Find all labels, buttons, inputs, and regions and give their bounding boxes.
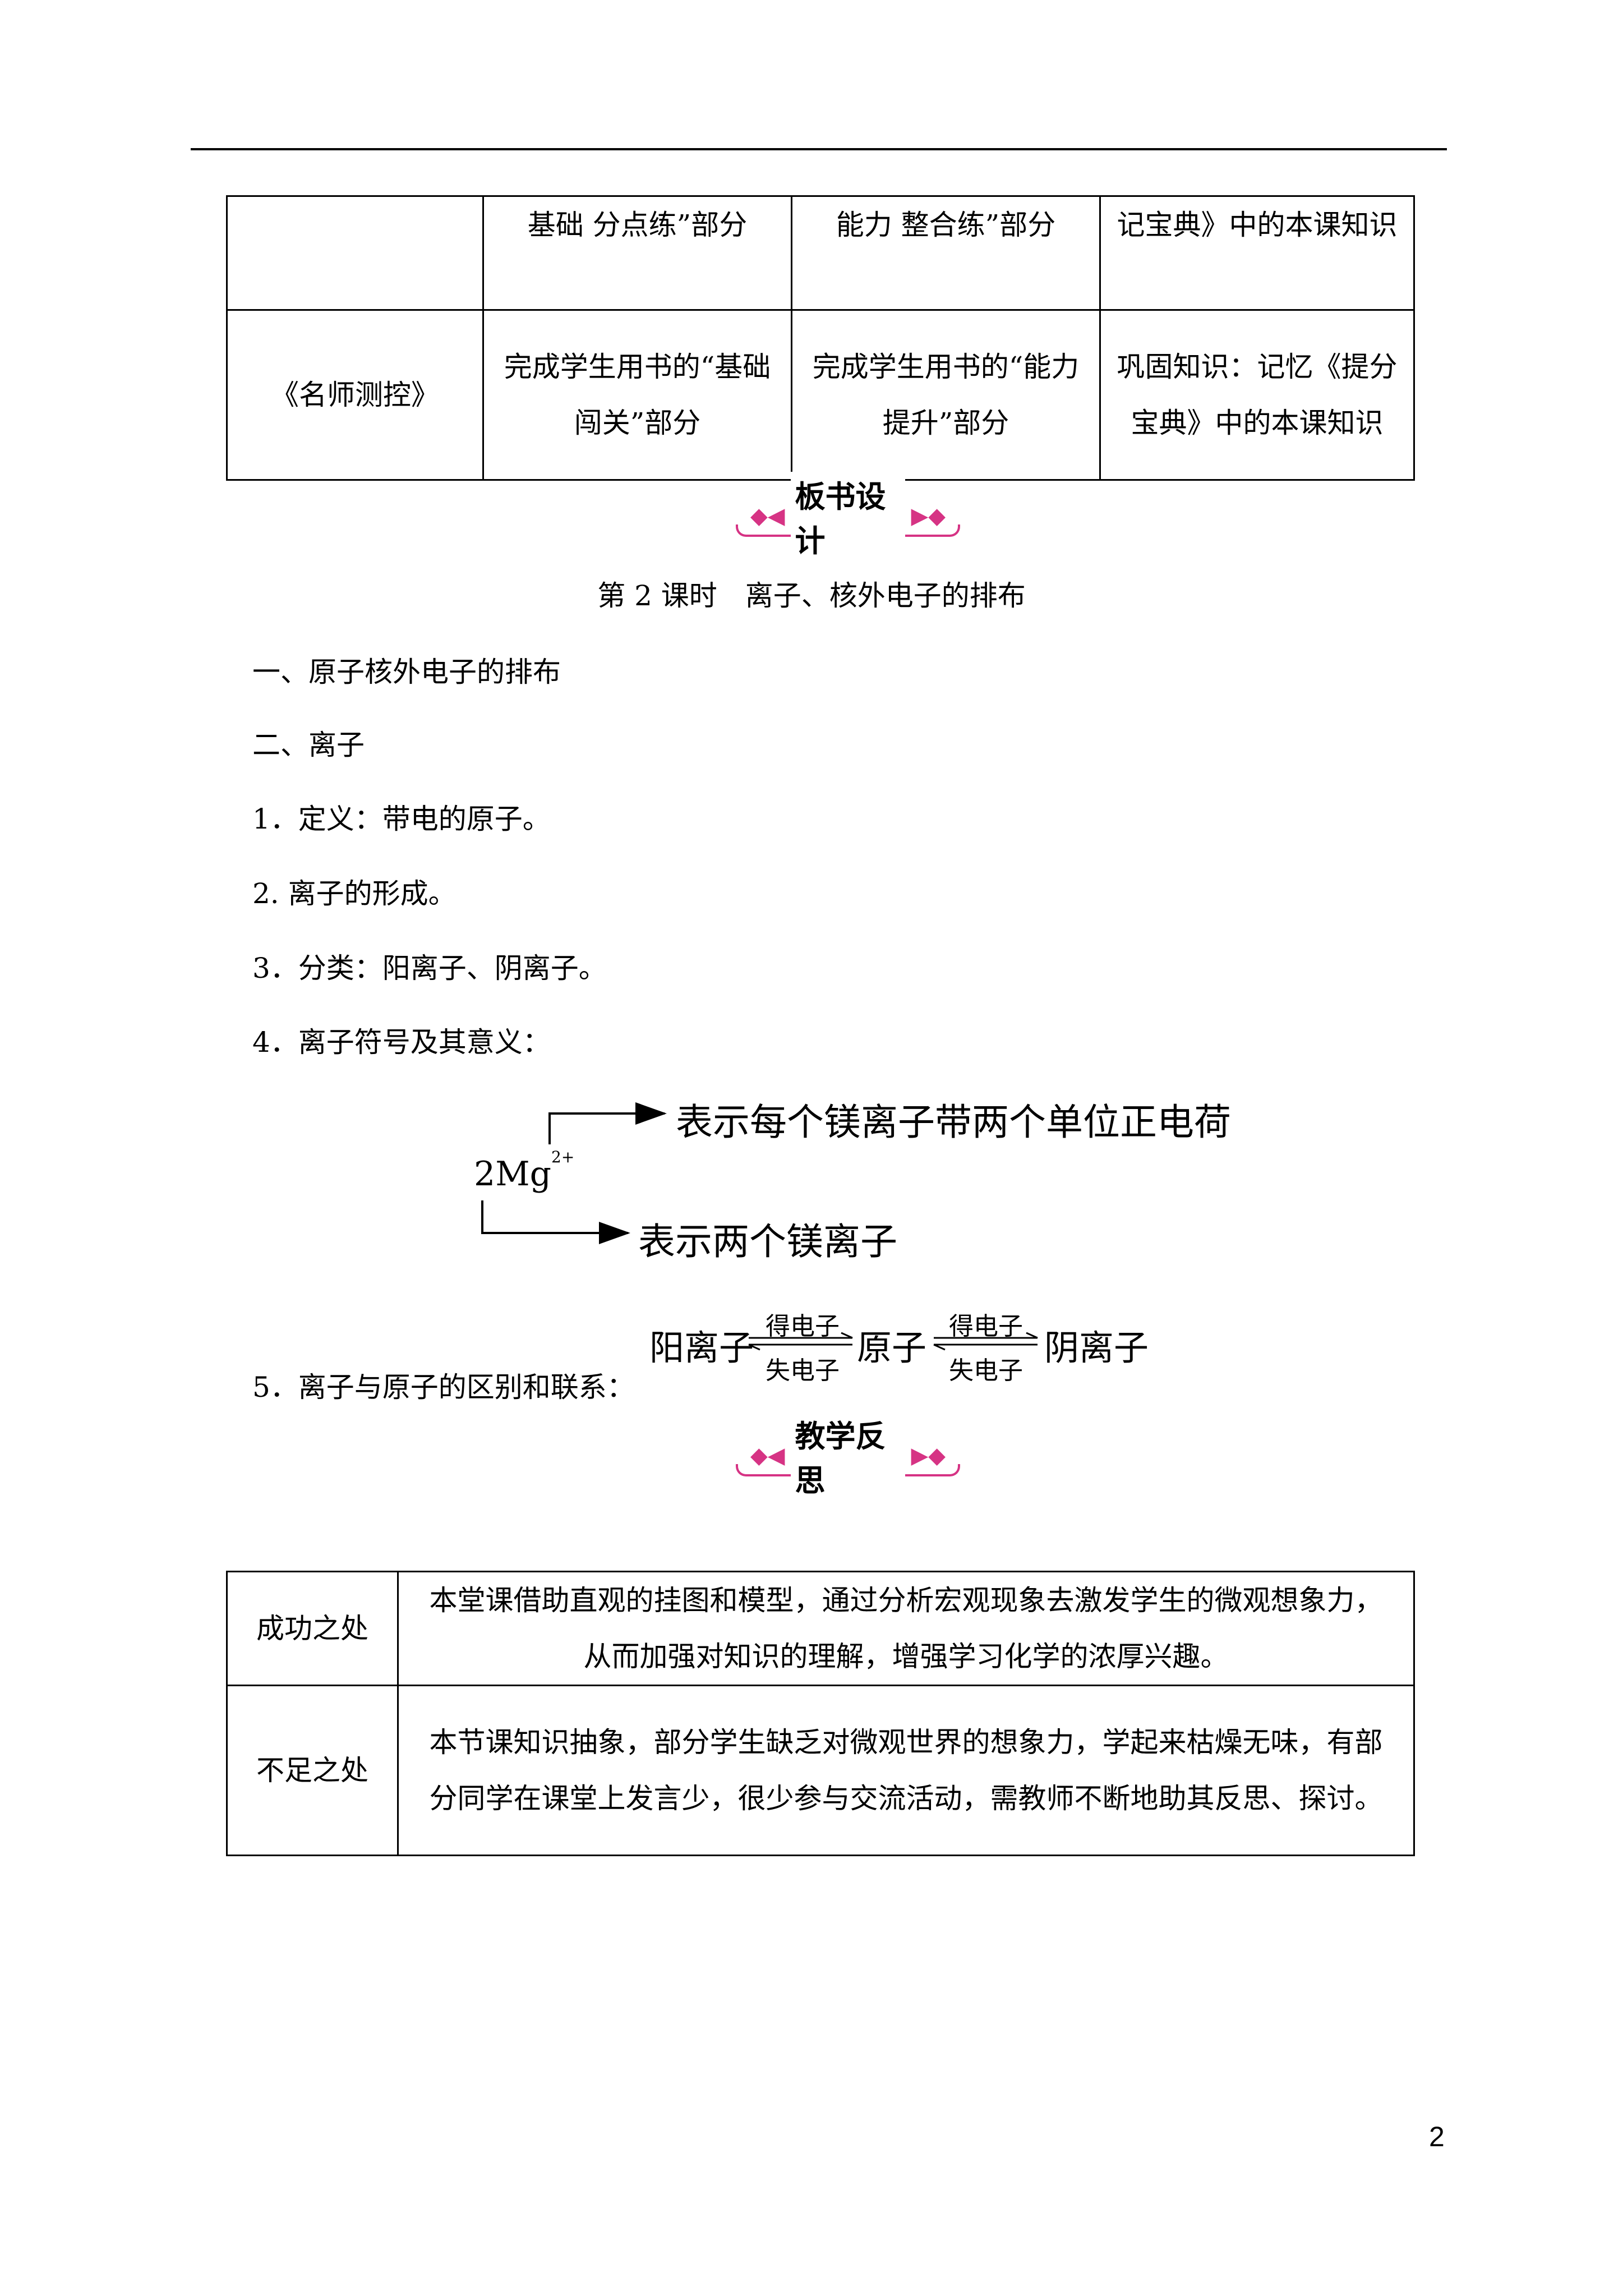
- reflection-text: 本节课知识抽象，部分学生缺乏对微观世界的想象力，学起来枯燥无味，有部分同学在课堂…: [397, 1685, 1415, 1856]
- relation-gain-label: 得电子: [766, 1312, 840, 1341]
- reflection-text: 本堂课借助直观的挂图和模型，通过分析宏观现象去激发学生的微观想象力，从而加强对知…: [397, 1571, 1415, 1686]
- meaning-count: 表示两个镁离子: [638, 1220, 897, 1263]
- page-number: 2: [1429, 2121, 1445, 2152]
- table-row: 基础 分点练”部分 能力 整合练”部分 记宝典》中的本课知识: [226, 195, 1415, 311]
- table-cell: 巩固知识：记忆《提分宝典》中的本课知识: [1099, 309, 1415, 481]
- relation-lose-label: 失电子: [949, 1356, 1023, 1385]
- board-item: 5．离子与原子的区别和联系：: [252, 1371, 635, 1404]
- banner-title: 教学反思: [790, 1411, 906, 1500]
- table-row: 成功之处 本堂课借助直观的挂图和模型，通过分析宏观现象去激发学生的微观想象力，从…: [226, 1571, 1415, 1686]
- header-rule: [191, 148, 1447, 150]
- table-row: 不足之处 本节课知识抽象，部分学生缺乏对微观世界的想象力，学起来枯燥无味，有部分…: [226, 1685, 1415, 1856]
- ion-element: Mg: [495, 1154, 552, 1194]
- board-item: 2. 离子的形成。: [252, 877, 457, 910]
- diamond-left-icon: ◆◀: [750, 1443, 785, 1469]
- board-item: 3．分类：阳离子、阴离子。: [252, 952, 607, 984]
- plan-table: 基础 分点练”部分 能力 整合练”部分 记宝典》中的本课知识 《名师测控》 完成…: [226, 195, 1415, 481]
- meaning-charge: 表示每个镁离子带两个单位正电荷: [676, 1101, 1231, 1144]
- table-cell: 基础 分点练”部分: [482, 195, 792, 311]
- relation-atom: 原子: [857, 1327, 927, 1368]
- reflection-banner: ◆◀ 教学反思 ▶◆: [736, 1411, 960, 1500]
- ion-charge: 2+: [551, 1148, 575, 1166]
- relation-lose-label: 失电子: [766, 1356, 840, 1385]
- table-row: 《名师测控》 完成学生用书的“基础闯关”部分 完成学生用书的“能力提升”部分 巩…: [226, 309, 1415, 481]
- lesson-title: 第 2 课时 离子、核外电子的排布: [597, 579, 1026, 612]
- table-cell: 能力 整合练”部分: [791, 195, 1101, 311]
- relation-cation: 阳离子: [649, 1327, 754, 1368]
- ion-coef: 2: [474, 1154, 496, 1194]
- board-item: 4．离子符号及其意义：: [252, 1026, 551, 1059]
- ion-symbol: 2Mg2+: [474, 1148, 574, 1194]
- diamond-right-icon: ▶◆: [911, 503, 946, 529]
- board-item: 一、原子核外电子的排布: [252, 656, 561, 688]
- relation-gain-label: 得电子: [949, 1312, 1023, 1341]
- reflection-head: 不足之处: [226, 1685, 399, 1856]
- table-cell: 《名师测控》: [226, 309, 484, 481]
- relation-anion: 阴离子: [1044, 1327, 1149, 1368]
- diamond-right-icon: ▶◆: [911, 1443, 946, 1469]
- banner-title: 板书设计: [790, 472, 906, 560]
- table-cell: [226, 195, 484, 311]
- diamond-left-icon: ◆◀: [750, 503, 785, 529]
- reflection-head: 成功之处: [226, 1571, 399, 1686]
- board-item: 二、离子: [252, 729, 365, 761]
- board-design-banner: ◆◀ 板书设计 ▶◆: [736, 472, 960, 560]
- board-item: 1．定义：带电的原子。: [252, 803, 551, 835]
- table-cell: 完成学生用书的“能力提升”部分: [791, 309, 1101, 481]
- table-cell: 完成学生用书的“基础闯关”部分: [482, 309, 792, 481]
- reflection-table: 成功之处 本堂课借助直观的挂图和模型，通过分析宏观现象去激发学生的微观想象力，从…: [226, 1571, 1415, 1856]
- table-cell: 记宝典》中的本课知识: [1099, 195, 1415, 311]
